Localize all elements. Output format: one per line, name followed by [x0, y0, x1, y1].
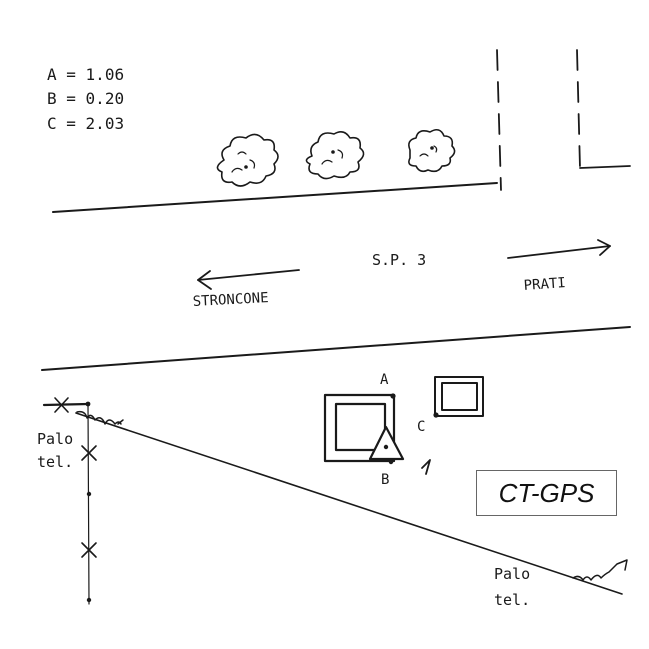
building-outline-dashed — [496, 49, 631, 191]
pole-label-right-line1: Palo — [494, 565, 530, 583]
point-a-label: A — [380, 372, 389, 388]
building-outer-outline — [323, 393, 396, 463]
measurement-legend: A = 1.06 B = 0.20 C = 2.03 — [47, 65, 124, 133]
tree-icon — [216, 133, 279, 187]
wire-squiggle-icon — [572, 559, 628, 581]
measure-c: C = 2.03 — [47, 114, 124, 133]
point-marker — [86, 491, 92, 497]
direction-label-prati: PRATI — [523, 275, 566, 294]
tree-icon — [408, 128, 456, 173]
arrow-left-icon — [197, 269, 300, 290]
pointer-tick-icon — [421, 459, 431, 475]
measure-a: A = 1.06 — [47, 65, 124, 84]
point-a-marker — [390, 393, 396, 399]
pole-line-left — [42, 397, 97, 605]
pole-label-left-line2: tel. — [37, 453, 73, 471]
point-marker — [85, 401, 91, 407]
cross-mark-icon — [81, 445, 97, 461]
tree-icon — [305, 130, 365, 180]
direction-label-stroncone: STRONCONE — [192, 290, 269, 310]
benchmark-triangle-icon: B — [368, 425, 405, 488]
wall-segment — [42, 402, 90, 407]
ct-gps-label: CT-GPS — [498, 477, 595, 508]
road-edge-south — [41, 326, 631, 371]
pole-label-left-line1: Palo — [37, 430, 73, 448]
point-marker — [86, 597, 92, 603]
building-corner-line — [579, 165, 631, 169]
ct-gps-label-box: CT-GPS — [476, 470, 617, 516]
building-c: C — [417, 376, 484, 435]
cross-mark-icon — [54, 397, 69, 413]
wire-squiggle-icon — [76, 410, 124, 425]
point-c-label: C — [417, 419, 425, 435]
dashed-edge-left — [496, 49, 502, 191]
survey-line — [75, 412, 623, 595]
road-name: S.P. 3 — [372, 251, 426, 269]
measure-b: B = 0.20 — [47, 89, 124, 108]
building-inner-outline — [441, 382, 478, 411]
building-outer-outline — [434, 376, 484, 417]
arrow-right-icon — [507, 239, 611, 259]
vertical-line — [87, 403, 90, 605]
pole-label-right-line2: tel. — [494, 591, 530, 609]
point-b-label: B — [381, 472, 389, 488]
cross-mark-icon — [81, 542, 97, 558]
point-b-marker — [388, 459, 394, 465]
point-c-marker — [433, 412, 439, 418]
road-edge-north — [52, 182, 498, 213]
dashed-edge-right — [576, 49, 581, 169]
